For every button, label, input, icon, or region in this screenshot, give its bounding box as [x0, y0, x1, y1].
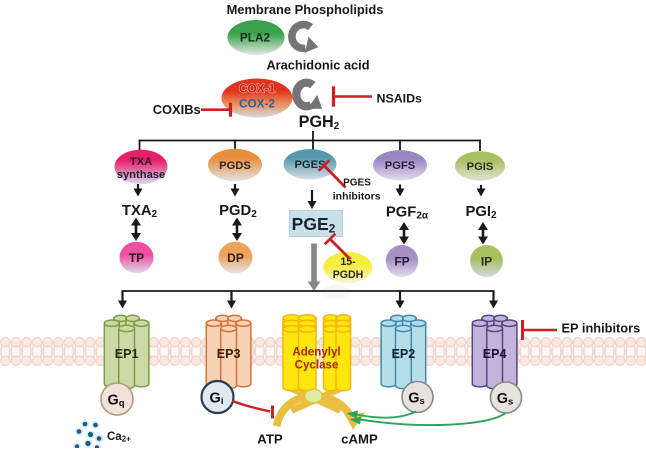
svg-text:PGFS: PGFS [385, 160, 416, 172]
svg-text:COX-1: COX-1 [239, 82, 275, 96]
svg-text:inhibitors: inhibitors [333, 191, 381, 203]
svg-text:TXA: TXA [130, 156, 152, 168]
svg-text:Adenylyl: Adenylyl [292, 346, 340, 359]
svg-text:EP inhibitors: EP inhibitors [562, 321, 641, 336]
svg-text:EP1: EP1 [115, 347, 139, 361]
svg-text:PGD2: PGD2 [219, 203, 257, 220]
svg-text:PGES: PGES [294, 159, 326, 171]
svg-text:Arachidonic acid: Arachidonic acid [266, 58, 369, 73]
svg-text:NSAIDs: NSAIDs [377, 92, 423, 106]
svg-text:TP: TP [129, 251, 144, 265]
svg-text:15-: 15- [340, 256, 356, 268]
svg-text:PGI2: PGI2 [465, 204, 497, 221]
svg-text:PGDH: PGDH [333, 269, 364, 281]
svg-text:synthase: synthase [117, 169, 166, 181]
svg-text:IP: IP [481, 255, 492, 269]
svg-text:PLA2: PLA2 [240, 31, 271, 45]
svg-text:EP4: EP4 [483, 347, 507, 361]
svg-text:EP3: EP3 [217, 347, 241, 361]
svg-text:PGDS: PGDS [219, 160, 251, 172]
svg-text:PGH2: PGH2 [299, 113, 340, 132]
svg-text:Membrane Phospholipids: Membrane Phospholipids [227, 2, 384, 17]
svg-text:PGIS: PGIS [467, 161, 494, 173]
svg-text:cAMP: cAMP [341, 432, 378, 447]
svg-text:PGE2: PGE2 [292, 214, 336, 236]
svg-text:Cyclase: Cyclase [295, 359, 339, 372]
svg-text:TXA2: TXA2 [122, 203, 158, 220]
svg-text:COXIBs: COXIBs [153, 102, 201, 117]
svg-text:COX-2: COX-2 [239, 97, 275, 111]
svg-text:Ca2+: Ca2+ [107, 431, 131, 444]
svg-text:FP: FP [394, 255, 409, 269]
svg-text:EP2: EP2 [392, 347, 416, 361]
svg-text:Gi: Gi [210, 391, 224, 408]
svg-text:DP: DP [227, 251, 244, 265]
svg-text:ATP: ATP [257, 432, 283, 447]
svg-text:PGES: PGES [343, 178, 371, 189]
